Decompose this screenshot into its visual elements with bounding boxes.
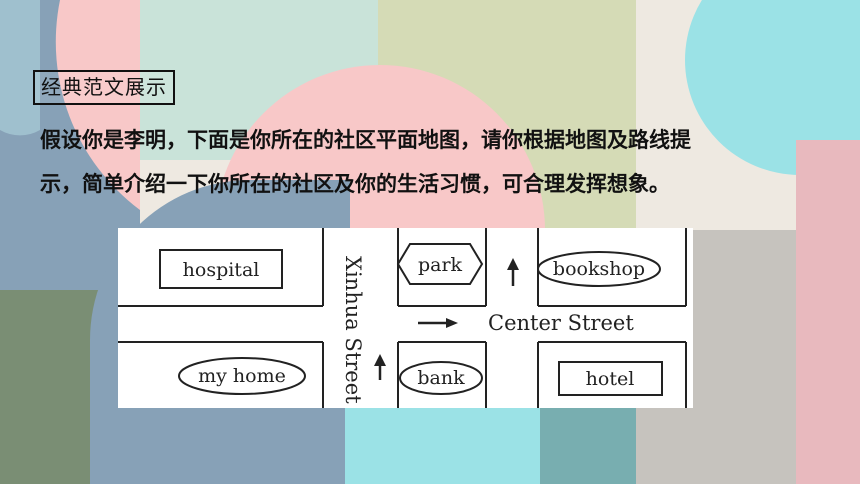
- bank-label: bank: [417, 367, 465, 389]
- hospital-label: hospital: [183, 259, 260, 281]
- prompt-line-2: 示，简单介绍一下你所在的社区及你的生活习惯，可合理发挥想象。: [40, 172, 670, 196]
- bank-marker: bank: [399, 361, 483, 395]
- bookshop-label: bookshop: [553, 258, 645, 280]
- up-arrow-icon: [374, 354, 386, 380]
- community-map: hospital park bookshop Xinhua Street: [118, 228, 693, 408]
- right-arrow-icon: [418, 318, 458, 328]
- bookshop-marker: bookshop: [537, 251, 661, 287]
- section-title: 经典范文展示: [33, 70, 175, 105]
- up-arrow-icon: [507, 258, 519, 286]
- hotel-label: hotel: [586, 368, 635, 390]
- street-lines: [118, 228, 687, 408]
- center-street-label: Center Street: [488, 311, 634, 335]
- my-home-marker: my home: [178, 357, 306, 395]
- map-drawing: hospital park bookshop Xinhua Street: [118, 228, 687, 408]
- hospital-marker: hospital: [159, 249, 283, 289]
- park-marker: park: [396, 243, 484, 285]
- xinhua-street-label: Xinhua Street: [341, 256, 365, 404]
- hotel-marker: hotel: [558, 361, 663, 396]
- prompt-line-1: 假设你是李明，下面是你所在的社区平面地图，请你根据地图及路线提: [40, 128, 691, 152]
- task-prompt: 假设你是李明，下面是你所在的社区平面地图，请你根据地图及路线提 示，简单介绍一下…: [40, 118, 830, 206]
- my-home-label: my home: [198, 365, 286, 387]
- park-label: park: [418, 254, 463, 276]
